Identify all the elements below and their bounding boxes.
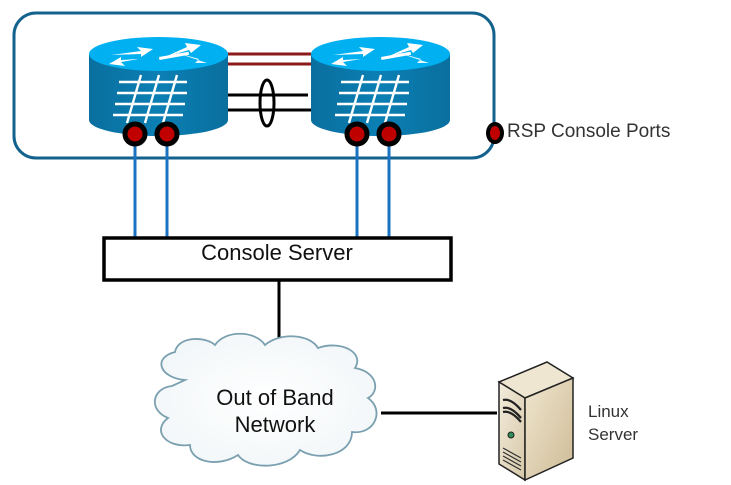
router-left[interactable] — [89, 37, 228, 147]
oob-network-cloud[interactable] — [153, 332, 378, 467]
server-vents — [502, 447, 522, 471]
router-top — [311, 37, 450, 71]
legend-console-port-icon — [486, 122, 504, 144]
console-server-label: Console Server — [201, 240, 353, 265]
router-arrows-icon — [331, 43, 429, 66]
router-cluster-container — [12, 11, 496, 160]
oob-network-label: Out of Band Network — [185, 384, 365, 438]
server-power-led — [507, 431, 515, 439]
rsp-console-ports — [122, 121, 180, 147]
server-drive-bays — [502, 398, 522, 423]
inter-router-links — [228, 52, 311, 128]
linux-server-label: Linux Server — [588, 400, 638, 446]
console-port-icon[interactable] — [122, 121, 148, 147]
oob-network-label-line1: Out of Band — [216, 385, 334, 410]
console-port-icon[interactable] — [376, 121, 402, 147]
oob-network-label-line2: Network — [234, 412, 316, 437]
bundle-icon — [258, 78, 276, 128]
linux-server-label-line1: Linux — [588, 402, 629, 421]
console-port-icon[interactable] — [154, 121, 180, 147]
server-side — [524, 376, 574, 482]
console-port-icon[interactable] — [344, 121, 370, 147]
router-top — [89, 37, 228, 71]
switch-grid-icon — [335, 74, 409, 124]
legend-label: RSP Console Ports — [507, 121, 671, 142]
console-links — [133, 133, 391, 238]
router-arrows-icon — [109, 43, 207, 66]
rsp-console-ports — [344, 121, 402, 147]
router-right[interactable] — [311, 37, 450, 147]
server-tower-icon[interactable] — [497, 361, 575, 482]
switch-grid-icon — [113, 74, 187, 124]
linux-server-label-line2: Server — [588, 425, 639, 444]
